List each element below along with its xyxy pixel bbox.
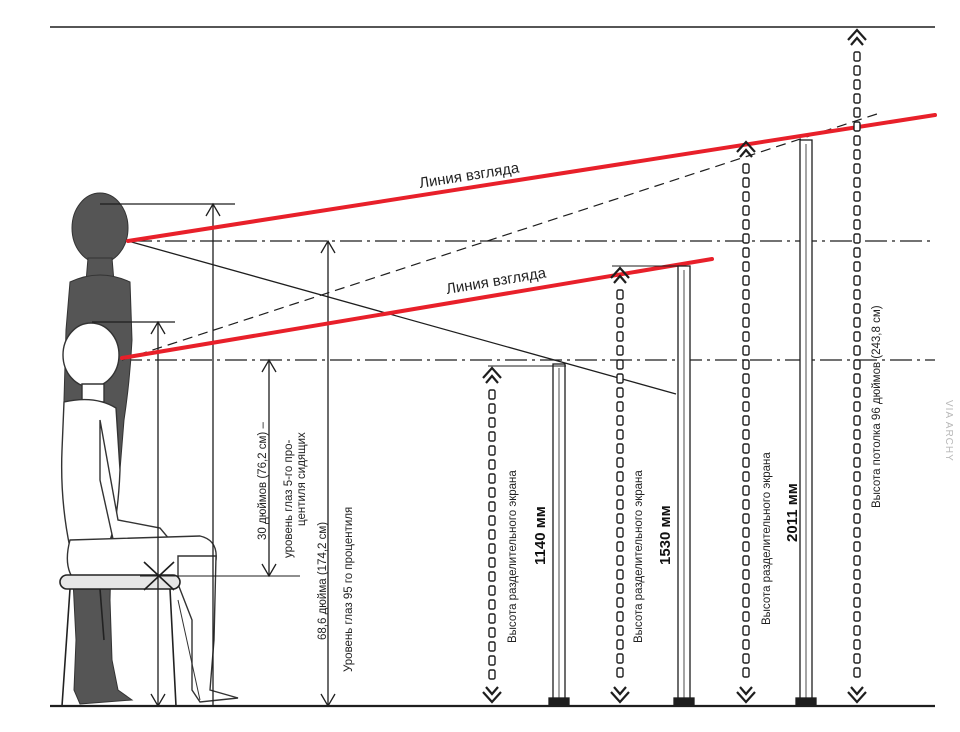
seated-dim-label-line2: уровень глаз 5-го про-	[283, 440, 295, 558]
standing-dim-label-line1: 68,6 дюйма (174,2 см)	[317, 522, 329, 640]
screen-1-value: 1140 мм	[532, 506, 549, 565]
screen-post-2011	[795, 139, 817, 707]
watermark: VIA ARCHY	[943, 400, 954, 462]
dimension-chains	[482, 28, 867, 704]
screen-3-value: 2011 мм	[784, 483, 801, 542]
screen-3-caption: Высота разделительного экрана	[761, 452, 773, 625]
seat-reference-cross	[140, 561, 300, 591]
screen-1-caption: Высота разделительного экрана	[507, 470, 519, 643]
upper-red-sightline	[126, 113, 937, 243]
chain-ceiling	[847, 28, 867, 704]
screen-post-1140	[548, 363, 570, 707]
chain-1530	[610, 266, 630, 704]
ceiling-caption: Высота потолка 96 дюймов (243,8 см)	[871, 305, 883, 508]
screen-post-1530	[673, 265, 695, 707]
standing-height-dimension	[205, 202, 221, 706]
seated-figure	[60, 322, 239, 703]
chain-2011	[736, 140, 756, 704]
standing-dim-label-line2: Уровень глаз 95 го процентиля	[343, 507, 355, 672]
downward-sightline	[127, 240, 677, 395]
seated-dim-label-line3: центиля сидящих	[296, 432, 308, 526]
chain-1140	[482, 366, 502, 704]
standing-eye-level-dimension	[320, 239, 336, 708]
seated-eye-level-dimension	[261, 358, 277, 578]
dashed-sightline	[121, 112, 881, 361]
seated-height-dimension	[150, 320, 166, 708]
screen-2-caption: Высота разделительного экрана	[633, 470, 645, 643]
lower-sightline-label: Линия взгляда	[445, 264, 548, 298]
seated-dim-label-line1: 30 дюймов (76,2 см) –	[257, 422, 269, 540]
chair	[59, 574, 181, 707]
screen-2-value: 1530 мм	[657, 505, 674, 565]
